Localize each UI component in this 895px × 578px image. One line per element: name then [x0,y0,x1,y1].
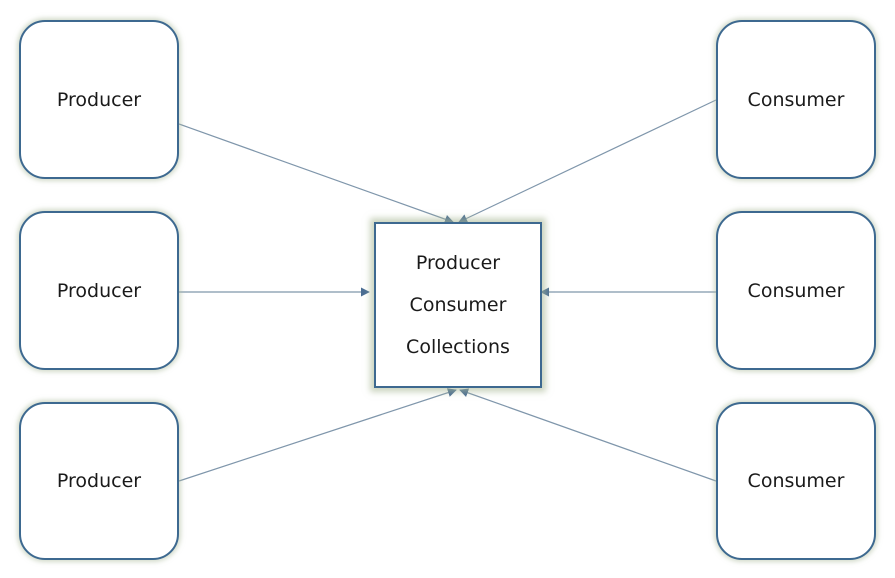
arrow-producer-1-to-hub [178,123,454,224]
consumer-node: Consumer [716,211,876,370]
producer-node: Producer [19,211,179,370]
arrow-consumer-1-to-hub [458,99,717,223]
consumer-label: Consumer [747,470,845,492]
hub-label-line-3: Collections [406,336,510,358]
consumer-label: Consumer [747,279,845,302]
producer-consumer-collections-node: Producer Consumer Collections [374,222,542,388]
hub-label-line-1: Producer [415,252,501,274]
arrow-producer-3-to-hub [178,388,457,482]
consumer-node: Consumer [716,20,876,179]
arrow-consumer-3-to-hub [459,388,717,482]
consumer-label: Consumer [747,88,845,111]
producer-label: Producer [56,470,142,492]
hub-label-line-2: Consumer [409,294,507,316]
consumer-node: Consumer [716,402,876,560]
producer-label: Producer [56,279,142,302]
producer-label: Producer [56,88,142,111]
producer-node: Producer [19,402,179,560]
producer-node: Producer [19,20,179,179]
